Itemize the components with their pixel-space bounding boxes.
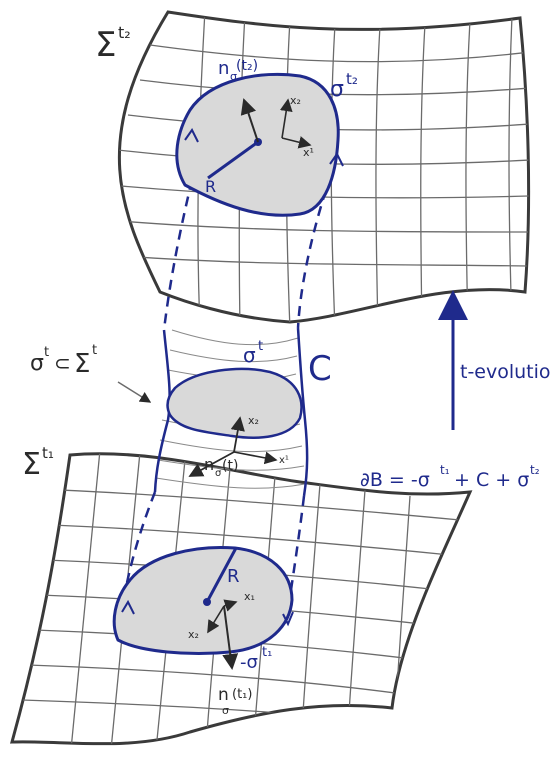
subset-label: σ t ⊂ Σ t [30,343,97,379]
top-x2-label: x₂ [290,94,301,107]
svg-text:⊂: ⊂ [54,351,71,375]
top-radius-label: R [205,177,216,196]
middle-x1-label: x¹ [279,455,289,466]
svg-text:t₂: t₂ [346,70,358,88]
svg-text:t₂: t₂ [530,463,540,477]
top-region [175,72,344,217]
svg-text:σ: σ [215,468,222,479]
bottom-sigma-label: -σ t₁ [240,645,272,673]
svg-text:∂B = -σ: ∂B = -σ [360,469,430,491]
svg-text:n: n [218,685,229,705]
svg-text:(t): (t) [222,458,238,474]
bottom-region [112,546,294,670]
svg-text:n: n [218,58,229,79]
svg-text:σ: σ [222,704,229,717]
svg-text:t: t [92,343,97,358]
svg-text:Σ: Σ [74,349,90,379]
top-sigma-label: σ t₂ [330,70,358,102]
svg-text:n: n [204,455,214,474]
svg-text:t₁: t₁ [42,444,54,462]
bottom-hypersurface-label: Σ t₁ [22,444,54,482]
bottom-normal-label: n σ (t₁) [218,685,252,717]
bottom-radius-label: R [227,566,240,587]
bottom-x1-label: x₁ [244,590,255,603]
svg-text:t: t [44,345,49,360]
middle-region [166,367,303,477]
svg-text:t₂: t₂ [118,23,131,42]
svg-text:t₁: t₁ [440,463,450,477]
svg-text:t: t [258,339,263,354]
top-normal-label: n σ (t₂) [218,58,258,83]
svg-text:(t₂): (t₂) [236,58,258,74]
C-label: C [308,349,332,389]
top-x1-label: x¹ [303,146,314,159]
t-evolution-label: t-evolution [460,361,551,383]
top-hypersurface-label: Σ t₂ [95,23,131,65]
svg-text:Σ: Σ [22,447,41,482]
svg-text:+ C + σ: + C + σ [454,469,529,491]
middle-normal-label: n σ (t) [204,455,238,479]
subset-pointer-arrow [117,381,152,403]
svg-text:σ: σ [30,351,44,376]
svg-text:-σ: -σ [240,652,258,673]
middle-sigma-label: σ t [243,339,263,367]
svg-text:σ: σ [330,77,344,102]
svg-text:Σ: Σ [95,25,116,65]
svg-text:t₁: t₁ [262,645,272,660]
svg-text:(t₁): (t₁) [232,687,252,702]
svg-text:σ: σ [230,70,237,83]
boundary-equation: ∂B = -σ t₁ + C + σ t₂ [360,463,540,491]
bottom-x2-label: x₂ [188,628,199,641]
middle-x2-label: x₂ [248,414,259,427]
svg-text:σ: σ [243,343,256,367]
